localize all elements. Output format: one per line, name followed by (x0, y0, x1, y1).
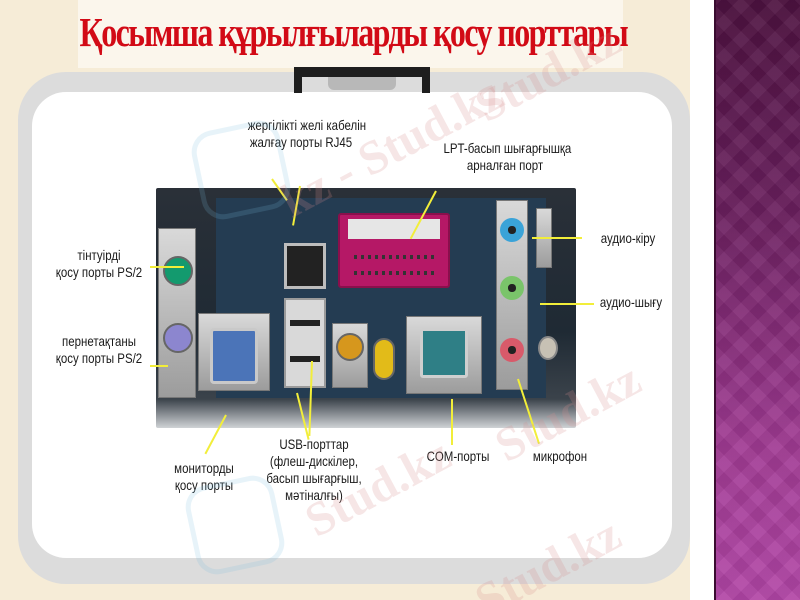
microphone-jack-icon (500, 338, 524, 362)
vga-port-icon (210, 328, 258, 384)
label-microphone: микрофон (532, 448, 588, 464)
keyboard-leader-line (150, 365, 168, 367)
motherboard-io-panel-image (156, 188, 576, 428)
rj45-port-icon (284, 243, 326, 289)
frame-clip-icon (294, 67, 430, 93)
com-leader-line (451, 399, 453, 445)
slide-gap (690, 0, 714, 600)
s-video-port-icon (336, 333, 364, 361)
label-com: COM-порты (426, 448, 490, 464)
mouse-leader-line (150, 266, 184, 268)
ps2-mouse-port-icon (163, 256, 193, 286)
label-audio-out: аудио-шығу (599, 294, 663, 310)
com-port-icon (420, 328, 468, 378)
audio-out-leader-line (540, 303, 594, 305)
label-usb: USB-порттар(флеш-дискілер, басып шығарғы… (266, 436, 362, 503)
usb-ports-icon (284, 298, 326, 388)
audio-in-jack-icon (500, 218, 524, 242)
title-strip (78, 0, 623, 68)
label-audio-in: аудио-кіру (600, 230, 656, 246)
slide-title: Қосымша құрылғыларды қосу порттары (79, 9, 629, 55)
decorative-side-panel (714, 0, 800, 600)
lpt-port-icon (338, 213, 450, 288)
ps2-plate (158, 228, 196, 398)
audio-out-jack-icon (500, 276, 524, 300)
ps2-keyboard-port-icon (163, 323, 193, 353)
rca-port-icon (373, 338, 395, 380)
audio-in-leader-line (532, 237, 582, 239)
